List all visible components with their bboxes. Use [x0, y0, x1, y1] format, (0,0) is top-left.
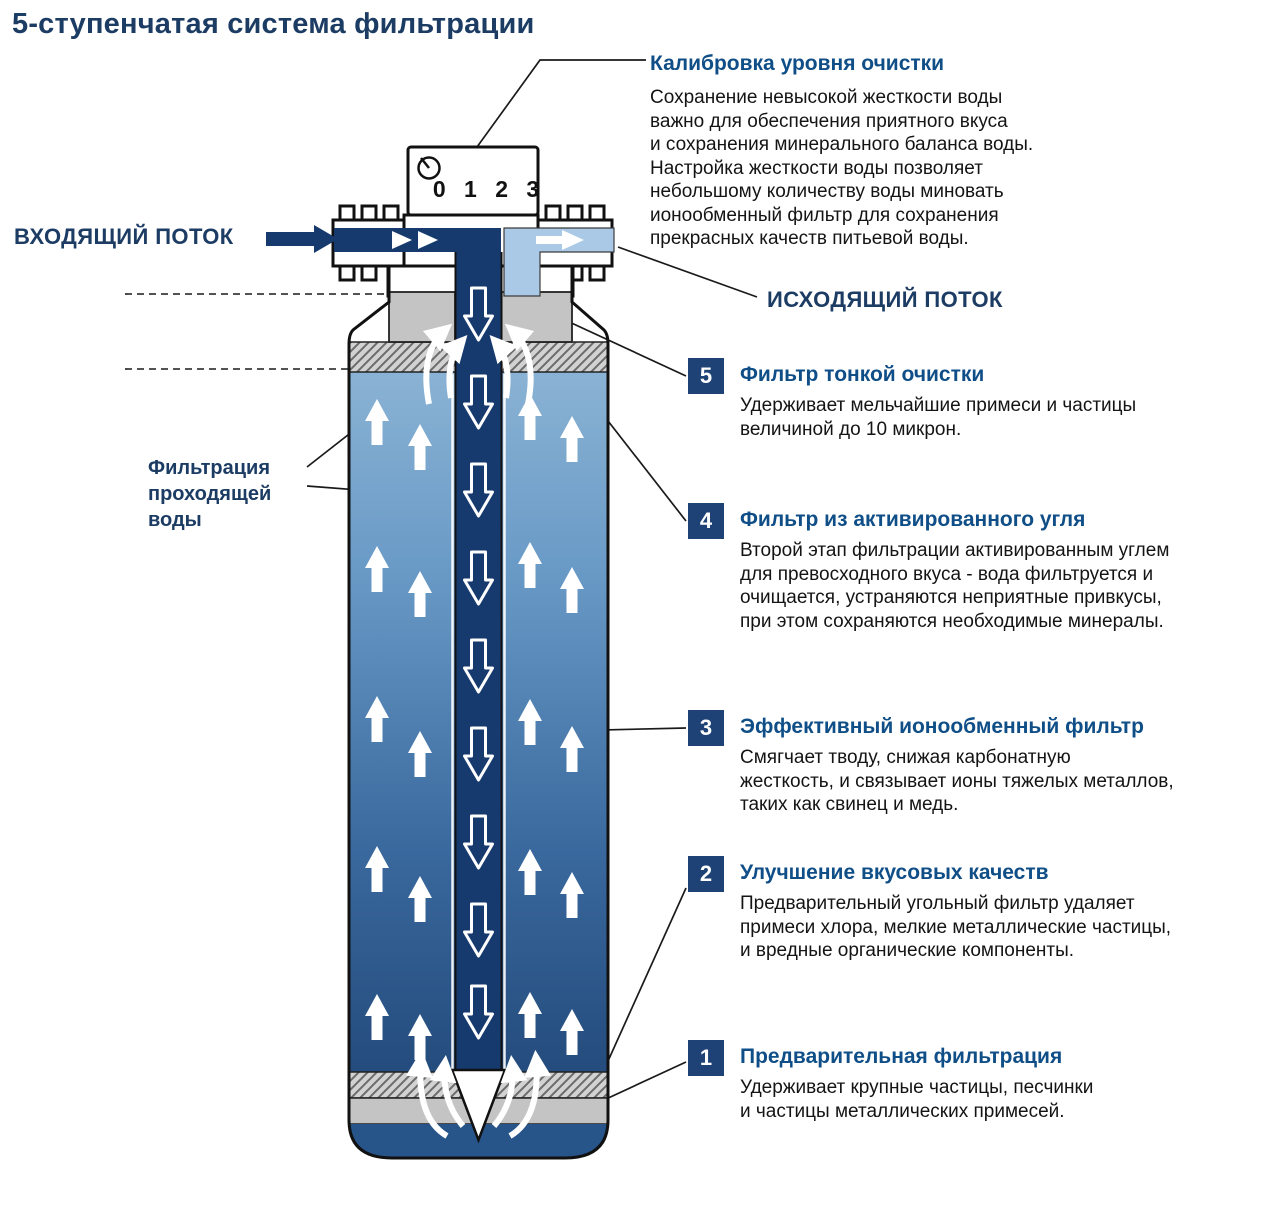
dial-numbers: 0 1 2 3	[433, 176, 545, 202]
stage-body-2: Предварительный угольный фильтр удаляет …	[740, 893, 1172, 962]
calibration-dial: 0 1 2 3	[417, 156, 545, 202]
stage-badge-2: 2	[688, 856, 724, 892]
incoming-flow-arrow	[266, 225, 338, 253]
passing-water-label: Фильтрация проходящей воды	[148, 457, 272, 531]
stage-heading-1: Предварительная фильтрация	[740, 1045, 1063, 1068]
stage-body-4: Второй этап фильтрации активированным уг…	[740, 540, 1170, 632]
distribution-funnel	[450, 1068, 507, 1144]
inlet-flow-arrow-2	[418, 231, 438, 249]
stage-badge-4: 4	[688, 503, 724, 539]
stage-body-3: Смягчает тводу, снижая карбонатную жестк…	[740, 747, 1174, 816]
inlet-flow-arrow-1	[392, 231, 412, 249]
callout-stage-2	[598, 887, 687, 1082]
calibration-body: Сохранение невысокой жесткости воды важн…	[650, 87, 1034, 250]
stage-body-1: Удерживает крупные частицы, песчинки и ч…	[740, 1077, 1094, 1122]
dashed-reference-lines	[125, 293, 386, 370]
callout-calibration	[476, 59, 646, 148]
stage-heading-4: Фильтр из активированного угля	[740, 508, 1086, 531]
stage-badge-3: 3	[688, 710, 724, 746]
callout-outgoing	[617, 246, 758, 298]
bottle-outline	[347, 266, 610, 1160]
outgoing-flow-label: ИСХОДЯЩИЙ ПОТОК	[767, 287, 1003, 312]
stage-badge-5: 5	[688, 358, 724, 394]
dial-knob-pointer	[420, 157, 430, 169]
stage-badge-1: 1	[688, 1040, 724, 1076]
page-title: 5-ступенчатая система фильтрации	[12, 8, 535, 40]
stage-body-5: Удерживает мельчайшие примеси и частицы …	[740, 395, 1137, 440]
calibration-heading: Калибровка уровня очистки	[650, 52, 945, 75]
stage-heading-3: Эффективный ионообменный фильтр	[740, 715, 1144, 738]
incoming-flow-label: ВХОДЯЩИЙ ПОТОК	[14, 224, 234, 249]
center-down-channel	[451, 230, 506, 1072]
outlet-flow-arrow	[562, 230, 584, 250]
curved-flow-arrows	[405, 323, 552, 1139]
stage-heading-5: Фильтр тонкой очистки	[740, 363, 985, 386]
stage-heading-2: Улучшение вкусовых качеств	[740, 861, 1049, 884]
outlet-pipe	[503, 227, 615, 297]
callout-stage-5	[551, 313, 687, 377]
